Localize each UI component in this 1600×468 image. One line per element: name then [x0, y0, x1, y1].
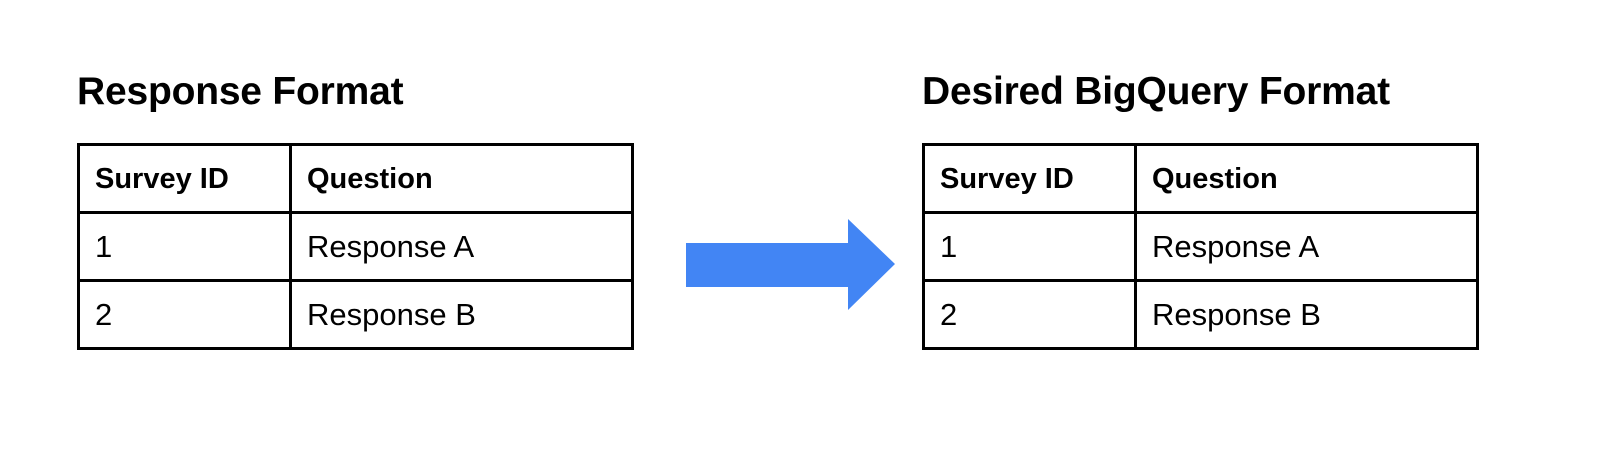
- panel-title-desired-bigquery-format: Desired BigQuery Format: [922, 70, 1390, 113]
- right-arrow-icon: [686, 219, 895, 310]
- cell-question: Response B: [289, 279, 634, 350]
- cell-question: Response A: [1134, 211, 1479, 282]
- column-header-survey-id: Survey ID: [922, 143, 1137, 214]
- panel-title-response-format: Response Format: [77, 70, 404, 113]
- table-header-row: Survey ID Question: [77, 143, 634, 214]
- cell-survey-id: 2: [77, 279, 292, 350]
- cell-survey-id: 1: [922, 211, 1137, 282]
- column-header-question: Question: [1134, 143, 1479, 214]
- desired-bigquery-format-table: Survey ID Question 1 Response A 2 Respon…: [922, 143, 1479, 350]
- column-header-question: Question: [289, 143, 634, 214]
- table-row: 1 Response A: [77, 211, 634, 282]
- table-row: 2 Response B: [922, 279, 1479, 350]
- column-header-survey-id: Survey ID: [77, 143, 292, 214]
- table-header-row: Survey ID Question: [922, 143, 1479, 214]
- table-row: 1 Response A: [922, 211, 1479, 282]
- response-format-table: Survey ID Question 1 Response A 2 Respon…: [77, 143, 634, 350]
- cell-question: Response A: [289, 211, 634, 282]
- cell-survey-id: 2: [922, 279, 1137, 350]
- cell-question: Response B: [1134, 279, 1479, 350]
- table-row: 2 Response B: [77, 279, 634, 350]
- transformation-arrow: [680, 213, 900, 313]
- cell-survey-id: 1: [77, 211, 292, 282]
